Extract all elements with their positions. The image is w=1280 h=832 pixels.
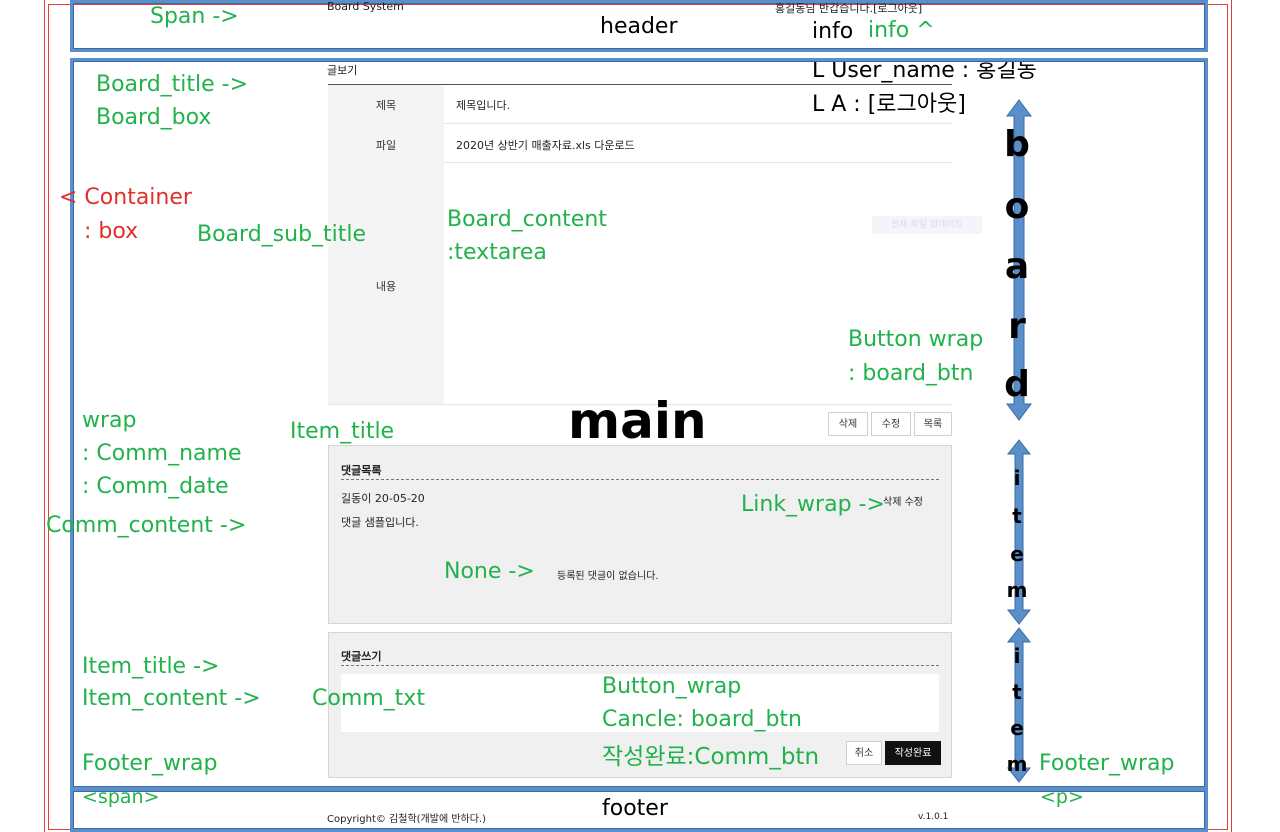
board-letter-a: a: [1004, 246, 1030, 287]
submit-annotation: 작성완료:Comm_btn: [602, 744, 820, 770]
row-header-title: 제목: [375, 99, 397, 112]
footer-label: footer: [602, 796, 668, 821]
board-letter-d: d: [1004, 364, 1030, 405]
write-title-rule: [341, 665, 939, 666]
list-button[interactable]: 목록: [914, 412, 952, 436]
comment-content: 댓글 샘플입니다.: [341, 516, 419, 529]
board-row-file: 파일 2020년 상반기 매출자료.xls 다운로드: [328, 123, 952, 163]
edit-button[interactable]: 수정: [871, 412, 911, 436]
board-title-annotation: Board_title ->: [96, 72, 249, 97]
comm-txt-annotation: Comm_txt: [312, 686, 425, 711]
comment-list-box: [328, 445, 952, 624]
comment-author-date: 길동이 20-05-20: [341, 492, 425, 505]
footer-version: v.1.0.1: [918, 812, 949, 822]
link-wrap-annotation: Link_wrap ->: [741, 492, 885, 517]
comment-title-rule: [341, 479, 939, 480]
footer-copyright: Copyright© 김철학(개발에 반하다.): [327, 814, 487, 825]
item-content-annotation: Item_content ->: [82, 686, 261, 711]
main-label: main: [568, 392, 707, 450]
board-arrow-icon: [1006, 99, 1032, 421]
comm-date-annotation: : Comm_date: [82, 474, 229, 499]
file-download-link[interactable]: 2020년 상반기 매출자료.xls 다운로드: [456, 139, 635, 152]
header-box: [70, 0, 1208, 52]
cancle-annotation: Cancle: board_btn: [602, 707, 802, 732]
board-row-content: 내용: [328, 162, 952, 405]
item-title-annotation: Item_title: [290, 419, 395, 444]
span-annotation: Span ->: [150, 4, 239, 29]
p-tag-annotation: <p>: [1040, 786, 1084, 808]
container-outline-outer: [44, 0, 1232, 832]
footer-wrap-left-annotation: Footer_wrap: [82, 751, 218, 776]
item-title-2-annotation: Item_title ->: [82, 654, 220, 679]
comm-name-annotation: : Comm_name: [82, 441, 242, 466]
info-label: info: [812, 19, 854, 44]
comment-write-title: 댓글쓰기: [341, 650, 382, 663]
item2-letter-e: e: [1010, 716, 1024, 740]
footer-inner-line: [73, 791, 1205, 829]
board-btn-annotation: : board_btn: [848, 361, 974, 386]
submit-comment-button[interactable]: 작성완료: [885, 741, 941, 765]
info-caret-annotation: info ^: [868, 18, 935, 43]
user-name-label: L User_name : 홍길동: [812, 58, 1037, 83]
item1-letter-t: t: [1012, 504, 1022, 528]
row-header-bg: [328, 123, 444, 162]
no-comments-text: 등록된 댓글이 없습니다.: [557, 571, 659, 582]
header-inner-line: [73, 3, 1205, 49]
item2-letter-m: m: [1006, 752, 1028, 776]
title-value: 제목입니다.: [456, 99, 511, 112]
board-content-annotation: Board_content: [447, 207, 607, 232]
item1-letter-i: i: [1013, 466, 1021, 490]
comment-textarea[interactable]: [341, 674, 939, 732]
welcome-text[interactable]: 홍길동님 반갑습니다.[로그아웃]: [775, 2, 923, 15]
board-top-rule: [328, 84, 952, 85]
board-letter-b: b: [1004, 124, 1030, 165]
comment-list-title: 댓글목록: [341, 464, 382, 477]
row-header-bg: [328, 85, 444, 123]
item-arrow-2-icon: [1006, 627, 1032, 783]
vertical-arrows: [1006, 99, 1032, 783]
textarea-annotation: :textarea: [447, 240, 547, 265]
none-annotation: None ->: [444, 559, 535, 584]
board-letter-o: o: [1004, 186, 1030, 227]
row-header-content: 내용: [375, 280, 397, 293]
board-sub-title-annotation: Board_sub_title: [197, 222, 367, 247]
board-row-title: 제목 제목입니다.: [328, 85, 952, 124]
item2-letter-t: t: [1012, 680, 1022, 704]
board-letter-r: r: [1008, 306, 1026, 347]
span-tag-annotation: <span>: [82, 786, 160, 808]
row-header-file: 파일: [375, 139, 397, 152]
item1-letter-m: m: [1006, 578, 1028, 602]
row-header-bg: [328, 162, 444, 404]
board-crumb: 글보기: [327, 64, 358, 77]
logout-label: L A : [로그아웃]: [812, 92, 966, 117]
cancel-button[interactable]: 취소: [846, 741, 882, 765]
item1-letter-e: e: [1010, 542, 1024, 566]
comment-links[interactable]: 삭제 수정: [883, 497, 923, 508]
header-label: header: [600, 14, 678, 39]
item-arrow-1-icon: [1006, 439, 1032, 625]
faint-hint: 전체 파일 업데이트: [872, 216, 982, 234]
logo-text[interactable]: Board System: [327, 0, 404, 13]
footer-box: [70, 788, 1208, 832]
container-annotation: < Container: [59, 185, 192, 210]
footer-wrap-right-annotation: Footer_wrap: [1039, 751, 1175, 776]
board-box-annotation: Board_box: [96, 105, 212, 130]
container-box-annotation: : box: [84, 219, 139, 244]
item2-letter-i: i: [1013, 644, 1021, 668]
button-wrap-annotation: Button wrap: [848, 327, 984, 352]
wrap-annotation: wrap: [82, 408, 137, 433]
main-inner-line: [73, 61, 1205, 787]
delete-button[interactable]: 삭제: [828, 412, 868, 436]
comm-content-annotation: Comm_content ->: [46, 513, 247, 538]
button-wrap-2-annotation: Button_wrap: [602, 674, 742, 699]
